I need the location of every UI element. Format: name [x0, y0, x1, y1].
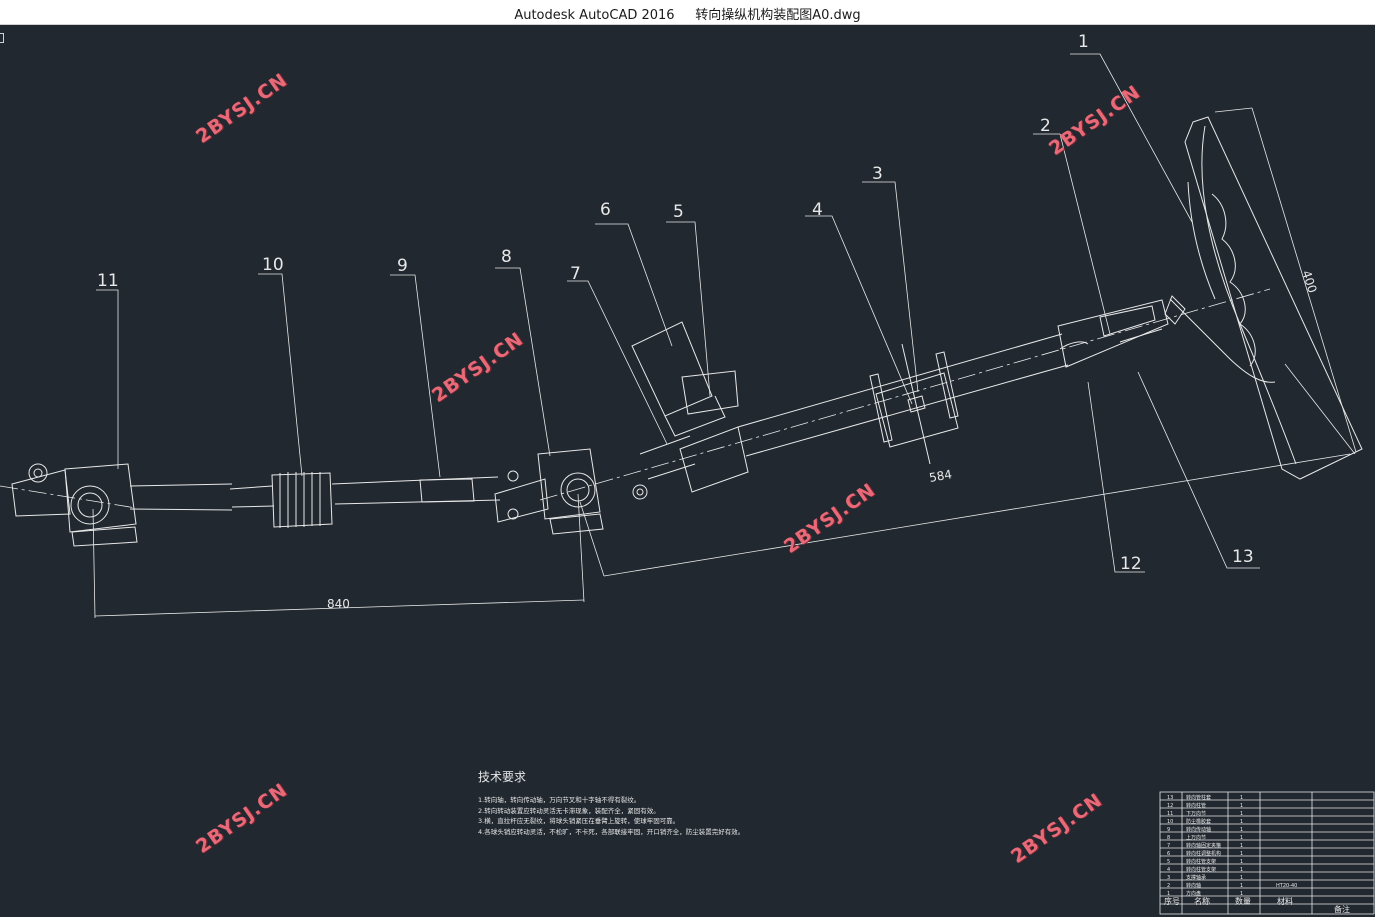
balloon-8: 8: [501, 247, 512, 267]
bom-qty: 1: [1240, 827, 1243, 833]
bom-name: 下万向节: [1186, 810, 1206, 817]
bom-qty: 1: [1240, 859, 1243, 865]
center-lines: [0, 288, 1271, 509]
bom-table-grid: [1159, 791, 1375, 915]
balloon-9: 9: [397, 256, 408, 276]
balloon-11: 11: [97, 271, 119, 291]
bom-name: 转向传动轴: [1186, 826, 1211, 833]
balloon-4: 4: [812, 200, 823, 220]
tech-heading: 技术要求: [478, 770, 527, 784]
bom-no: 8: [1167, 835, 1170, 841]
balloon-13: 13: [1232, 547, 1254, 567]
viewport-corner-icon: [0, 33, 4, 43]
bom-no: 3: [1167, 875, 1170, 881]
window-title: Autodesk AutoCAD 2016 转向操纵机构装配图A0.dwg: [0, 4, 1375, 23]
drawing-canvas[interactable]: 1 2 3 4 5 6 7 8 9 10 11 12 13 840 584 40…: [0, 24, 1375, 917]
balloon-6: 6: [600, 200, 611, 220]
technical-requirements: 技术要求 1.转向轴，转向传动轴，万向节叉和十字轴不得有裂纹。 2.转向转动装置…: [478, 768, 744, 837]
bom-qty: 1: [1240, 891, 1243, 897]
bom-no: 10: [1167, 819, 1173, 825]
leader-lines: [96, 53, 1260, 573]
bom-no: 1: [1167, 891, 1170, 897]
dimension-texts: 840 584 400: [327, 269, 1320, 611]
tech-item: 4.各球头销应转动灵活，不松旷，不卡死，各部联接牢固，开口销齐全，防尘装置完好有…: [478, 827, 745, 836]
bom-name: 转向柱管: [1186, 802, 1206, 809]
tech-item: 1.转向轴，转向传动轴，万向节叉和十字轴不得有裂纹。: [478, 796, 641, 804]
bom-name: 方向盘: [1186, 890, 1201, 897]
tech-item: 2.转向转动装置应转动灵活无卡滞现象，装配齐全，紧固有效。: [478, 806, 660, 815]
assembly-drawing: 1 2 3 4 5 6 7 8 9 10 11 12 13 840 584 40…: [0, 32, 1375, 915]
bom-no: 2: [1167, 883, 1170, 889]
column-bracket: [631, 321, 749, 500]
bom-header-name: 名称: [1194, 896, 1210, 906]
bom-no: 4: [1167, 867, 1170, 873]
bom-name: 转向管柱套: [1186, 794, 1211, 801]
upper-shaft: [737, 333, 1069, 465]
bom-qty: 1: [1240, 875, 1243, 881]
bom-material: HT20-40: [1276, 883, 1297, 889]
dust-boot: [229, 472, 333, 528]
upper-universal-joint: [494, 448, 604, 535]
balloon-2: 2: [1040, 116, 1051, 136]
dim-840: 840: [327, 597, 350, 611]
bom-header-qty: 数量: [1235, 896, 1251, 906]
bom-name: 转向轴: [1186, 882, 1201, 889]
file-name: 转向操纵机构装配图A0.dwg: [695, 8, 861, 23]
steering-column: [1057, 299, 1169, 368]
bom-name: 转向轴固定夹箍: [1186, 842, 1221, 849]
bom-qty: 1: [1240, 843, 1243, 849]
balloon-7: 7: [570, 264, 581, 284]
dim-400: 400: [1299, 269, 1319, 295]
bom-qty: 1: [1240, 867, 1243, 873]
bom-no: 13: [1167, 795, 1173, 801]
bom-no: 6: [1167, 851, 1170, 857]
bom-name: 转向柱调整机构: [1186, 850, 1221, 857]
bom-qty: 1: [1240, 811, 1243, 817]
bom-no: 9: [1167, 827, 1170, 833]
balloon-12: 12: [1120, 554, 1142, 574]
title-bar: Autodesk AutoCAD 2016 转向操纵机构装配图A0.dwg: [0, 0, 1375, 25]
balloon-10: 10: [262, 255, 284, 275]
bom-qty: 1: [1240, 819, 1243, 825]
dim-584: 584: [928, 467, 953, 485]
bom-qty: 1: [1240, 883, 1243, 889]
bom-name: 支撑轴承: [1186, 874, 1206, 881]
bom-no: 7: [1167, 843, 1170, 849]
bom-no: 12: [1167, 803, 1173, 809]
lower-universal-joint: [11, 463, 233, 547]
balloon-5: 5: [673, 202, 684, 222]
bom-no: 5: [1167, 859, 1170, 865]
bom-table: 13 转向管柱套 1 12 转向柱管 1 11 下万向节 1 10 防尘橡胶套 …: [1164, 794, 1350, 914]
bom-header-remark: 备注: [1334, 904, 1350, 914]
balloon-3: 3: [872, 164, 883, 184]
bom-qty: 1: [1240, 795, 1243, 801]
bom-name: 转向柱管支架: [1186, 866, 1216, 873]
bom-name: 转向柱管支架: [1186, 858, 1216, 865]
tech-item: 3.横，直拉杆应无裂纹，将球头销紧压在垂臂上旋转，使球牢固可靠。: [478, 817, 680, 825]
balloon-labels: 1 2 3 4 5 6 7 8 9 10 11 12 13: [97, 32, 1254, 574]
bom-qty: 1: [1240, 851, 1243, 857]
bom-header-no: 序号: [1164, 896, 1180, 906]
bom-qty: 1: [1240, 803, 1243, 809]
dimension-lines: [92, 107, 1357, 619]
bom-qty: 1: [1240, 835, 1243, 841]
balloon-1: 1: [1078, 32, 1089, 52]
app-name: Autodesk AutoCAD 2016: [514, 8, 675, 23]
bom-name: 上万向节: [1186, 834, 1206, 841]
bom-no: 11: [1167, 811, 1173, 817]
bom-header-material: 材料: [1277, 896, 1293, 906]
steering-wheel: [1164, 116, 1363, 480]
intermediate-shaft: [331, 476, 501, 505]
bom-name: 防尘橡胶套: [1186, 818, 1211, 825]
